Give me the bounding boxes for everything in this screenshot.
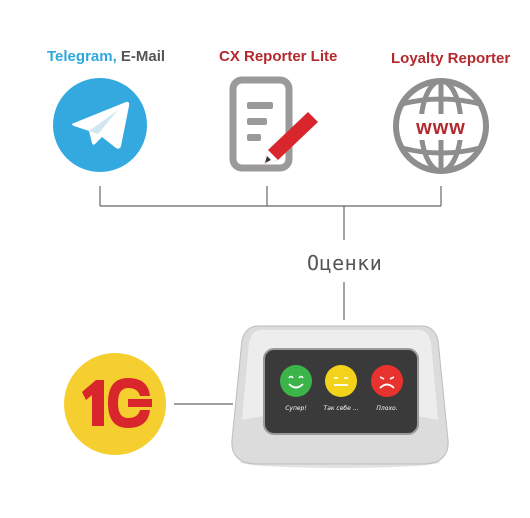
- loyalty-reporter-label: Loyalty Reporter: [391, 50, 511, 67]
- neutral-button[interactable]: Так себе ...: [323, 364, 359, 412]
- globe-www-icon: www: [393, 78, 489, 174]
- smile-button-label: Супер!: [285, 405, 307, 412]
- telegram-email-label: Telegram, E-Mail: [47, 48, 165, 65]
- telegram-icon: [53, 78, 147, 172]
- sad-button[interactable]: Плохо.: [369, 364, 405, 412]
- email-label: E-Mail: [116, 48, 166, 65]
- sad-face-icon: [371, 365, 403, 397]
- onec-logo: [64, 353, 166, 455]
- smile-button[interactable]: Супер!: [278, 364, 314, 412]
- ratings-caption: Оценки: [307, 251, 383, 275]
- connector-lines: [99, 186, 442, 405]
- document-pen-icon: [229, 76, 318, 172]
- smile-icon: [280, 365, 312, 397]
- neutral-face-icon: [325, 365, 357, 397]
- neutral-button-label: Так себе ...: [323, 405, 359, 412]
- telegram-label: Telegram,: [47, 48, 117, 65]
- sad-button-label: Плохо.: [376, 405, 398, 412]
- www-text: www: [415, 117, 466, 139]
- cx-reporter-label: CX Reporter Lite: [219, 48, 338, 65]
